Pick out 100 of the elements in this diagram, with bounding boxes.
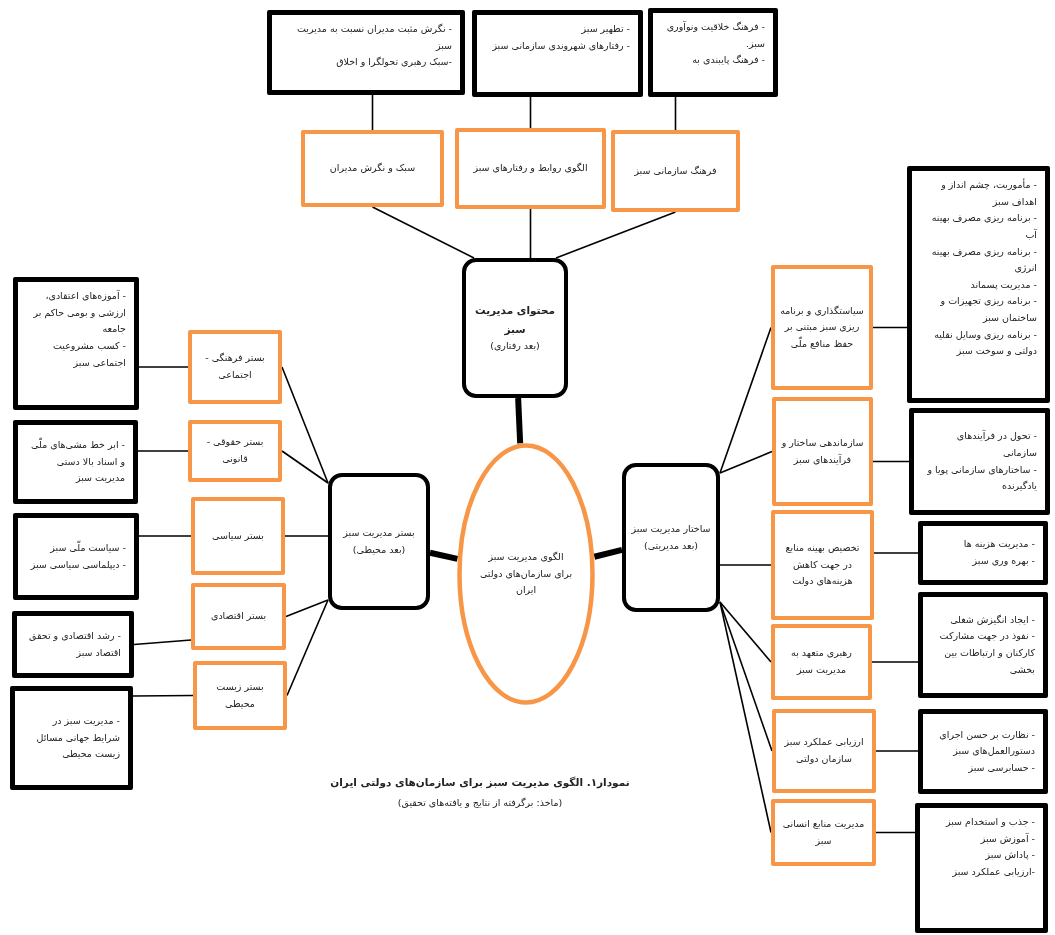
bullet-text: - تطهیر سبز: [580, 22, 630, 36]
bullet-text: - برنامه ریزی تجهیزات و ساختمان سبز: [939, 294, 1037, 325]
box-label: الگوی روابط و رفتارهای سبز: [473, 161, 588, 176]
box-label: بستر حقوقی - قانونی: [205, 435, 265, 466]
bullet-text: - مأموریت، چشم انداز و اهداف سبز: [940, 177, 1037, 209]
subtitle-text: (بعد مدیریتی): [644, 538, 699, 553]
indicator-box: [648, 8, 778, 97]
connector-line: [719, 450, 773, 474]
connector-line: [875, 831, 916, 834]
connector-line: [138, 535, 192, 537]
component-box: [191, 497, 285, 575]
subtitle-text: (بعد محیطی): [352, 542, 406, 557]
box-label: محتوای مدیریت سبز: [474, 303, 556, 338]
bullet-text: - نفوذ در جهت مشارکت کارکنان و ارتباطات بین بخشی: [938, 629, 1035, 677]
bullet-text: - تحول در فرآیندهای سازمانی: [955, 429, 1037, 460]
connector-line: [555, 211, 677, 259]
bullet-text: - جذب و استخدام سبز: [944, 815, 1035, 829]
connector-line: [529, 208, 532, 259]
box-label: بستر سیاسی: [212, 528, 264, 543]
connector-line: [719, 601, 772, 663]
bullet-text: - آموزه‌های اعتقادی، ارزشی و بومی حاکم بر جامعه: [32, 289, 126, 337]
bullet-text: - پاداش سبز: [984, 848, 1035, 863]
bullet-text: -ارزیابی عملکرد سبز: [951, 864, 1035, 879]
box-label: سبک و نگرش مدیران: [329, 161, 416, 176]
component-box: [772, 397, 873, 506]
indicator-box: [915, 803, 1048, 933]
bullet-text: - رشد اقتصادی و تحقق اقتصاد سبز: [28, 628, 121, 660]
box-label: بستر فرهنگی - اجتماعی: [204, 351, 266, 382]
indicator-box: [12, 611, 134, 678]
component-box: [771, 265, 873, 390]
box-label: ساختار مدیریت سبز: [631, 521, 711, 536]
box-label: رهبری متعهد به مدیریت سبز: [790, 646, 853, 677]
connector-line: [371, 206, 475, 259]
box-label: بستر اقتصادی: [210, 609, 267, 624]
connector-line: [371, 94, 374, 131]
indicator-box: [13, 513, 139, 600]
thick-connector: [515, 397, 524, 444]
box-label: بستر مدیریت سبز: [343, 525, 415, 540]
thick-connector: [429, 549, 459, 562]
connector-line: [133, 639, 192, 646]
bullet-text: - ابر خط مشی‌های ملّی و اسناد بالا دستی مدیریت سبز: [30, 437, 125, 486]
box-label: فرهنگ سازمانی سبز: [634, 163, 717, 178]
connector-line: [285, 599, 329, 618]
connector-line: [875, 750, 919, 752]
bullet-text: - فرهنگ خلاقیت ونوآوری سبز.: [665, 20, 765, 51]
bullet-text: - برنامه ریزی وسایل نقلیه دولتی و سوخت سبز: [933, 327, 1037, 359]
bullet-text: - بهره وری سبز: [971, 554, 1035, 568]
box-label: الگوی مدیریت سبز برای سازمان‌های دولتی ایران: [479, 550, 573, 598]
indicator-box: [907, 166, 1050, 403]
bullet-text: - برنامه ریزی مصرف بهینه آب: [930, 211, 1037, 242]
bullet-text: - کسب مشروعیت اجتماعی سبز: [51, 338, 126, 370]
connector-line: [873, 552, 919, 554]
dimension-box: [462, 258, 568, 398]
component-box: [771, 510, 874, 620]
indicator-box: [10, 686, 133, 790]
indicator-box: [918, 521, 1048, 585]
component-box: [772, 709, 876, 793]
component-box: [188, 330, 282, 404]
model-ellipse: [457, 443, 595, 705]
connector-line: [284, 535, 329, 537]
connector-line: [137, 450, 189, 452]
connector-line: [138, 366, 189, 368]
dimension-box: [622, 463, 720, 612]
bullet-text: - مدیریت هزینه ها: [962, 537, 1035, 552]
connector-line: [529, 96, 532, 129]
bullet-text: - رفتارهای شهروندی سازمانی سبز: [491, 38, 630, 53]
connector-line: [281, 450, 329, 484]
subtitle-text: (بعد رفتاری): [490, 339, 540, 354]
component-box: [455, 128, 606, 209]
connector-line: [719, 601, 772, 834]
indicator-box: [267, 10, 465, 95]
bullet-text: - دیپلماسی سیاسی سبز: [29, 557, 126, 572]
bullet-text: - آموزش سبز: [979, 831, 1035, 846]
component-box: [191, 583, 286, 650]
indicator-box: [918, 592, 1048, 698]
bullet-text: - برنامه ریزی مصرف بهینه انرژی: [930, 244, 1037, 276]
connector-line: [719, 326, 772, 474]
indicator-box: [472, 10, 643, 97]
bullet-text: - سیاست ملّی سبز: [49, 539, 126, 555]
component-box: [193, 661, 287, 730]
bullet-text: - مدیریت سبز در شرایط جهانی مسائل زیست محیطی: [35, 714, 120, 762]
component-box: [188, 420, 282, 482]
connector-line: [872, 326, 908, 329]
indicator-box: [909, 408, 1050, 515]
box-label: سیاستگذاری و برنامه ریزی سبز مبتنی بر حفظ منافع ملّی: [780, 303, 864, 351]
dimension-box: [328, 473, 430, 610]
connector-line: [719, 601, 773, 752]
box-label: سازماندهی ساختار و فرآیندهای سبز: [781, 435, 864, 467]
component-box: [301, 130, 444, 207]
bullet-text: - حسابرسی سبز: [967, 760, 1035, 775]
connector-line: [719, 564, 772, 566]
indicator-box: [918, 709, 1048, 794]
figure-title: نمودار۱. الگوی مدیریت سبز برای سازمان‌های دولتی ایران: [329, 776, 631, 788]
bullet-text: - فرهنگ پایبندی به: [691, 53, 765, 68]
connector-line: [872, 460, 910, 463]
figure-caption: (ماخذ: برگرفته از نتایج و یافته‌های تحقیق): [396, 797, 564, 808]
indicator-box: [13, 277, 139, 410]
thick-connector: [593, 546, 623, 560]
indicator-box: [13, 420, 138, 504]
connector-line: [132, 694, 194, 697]
